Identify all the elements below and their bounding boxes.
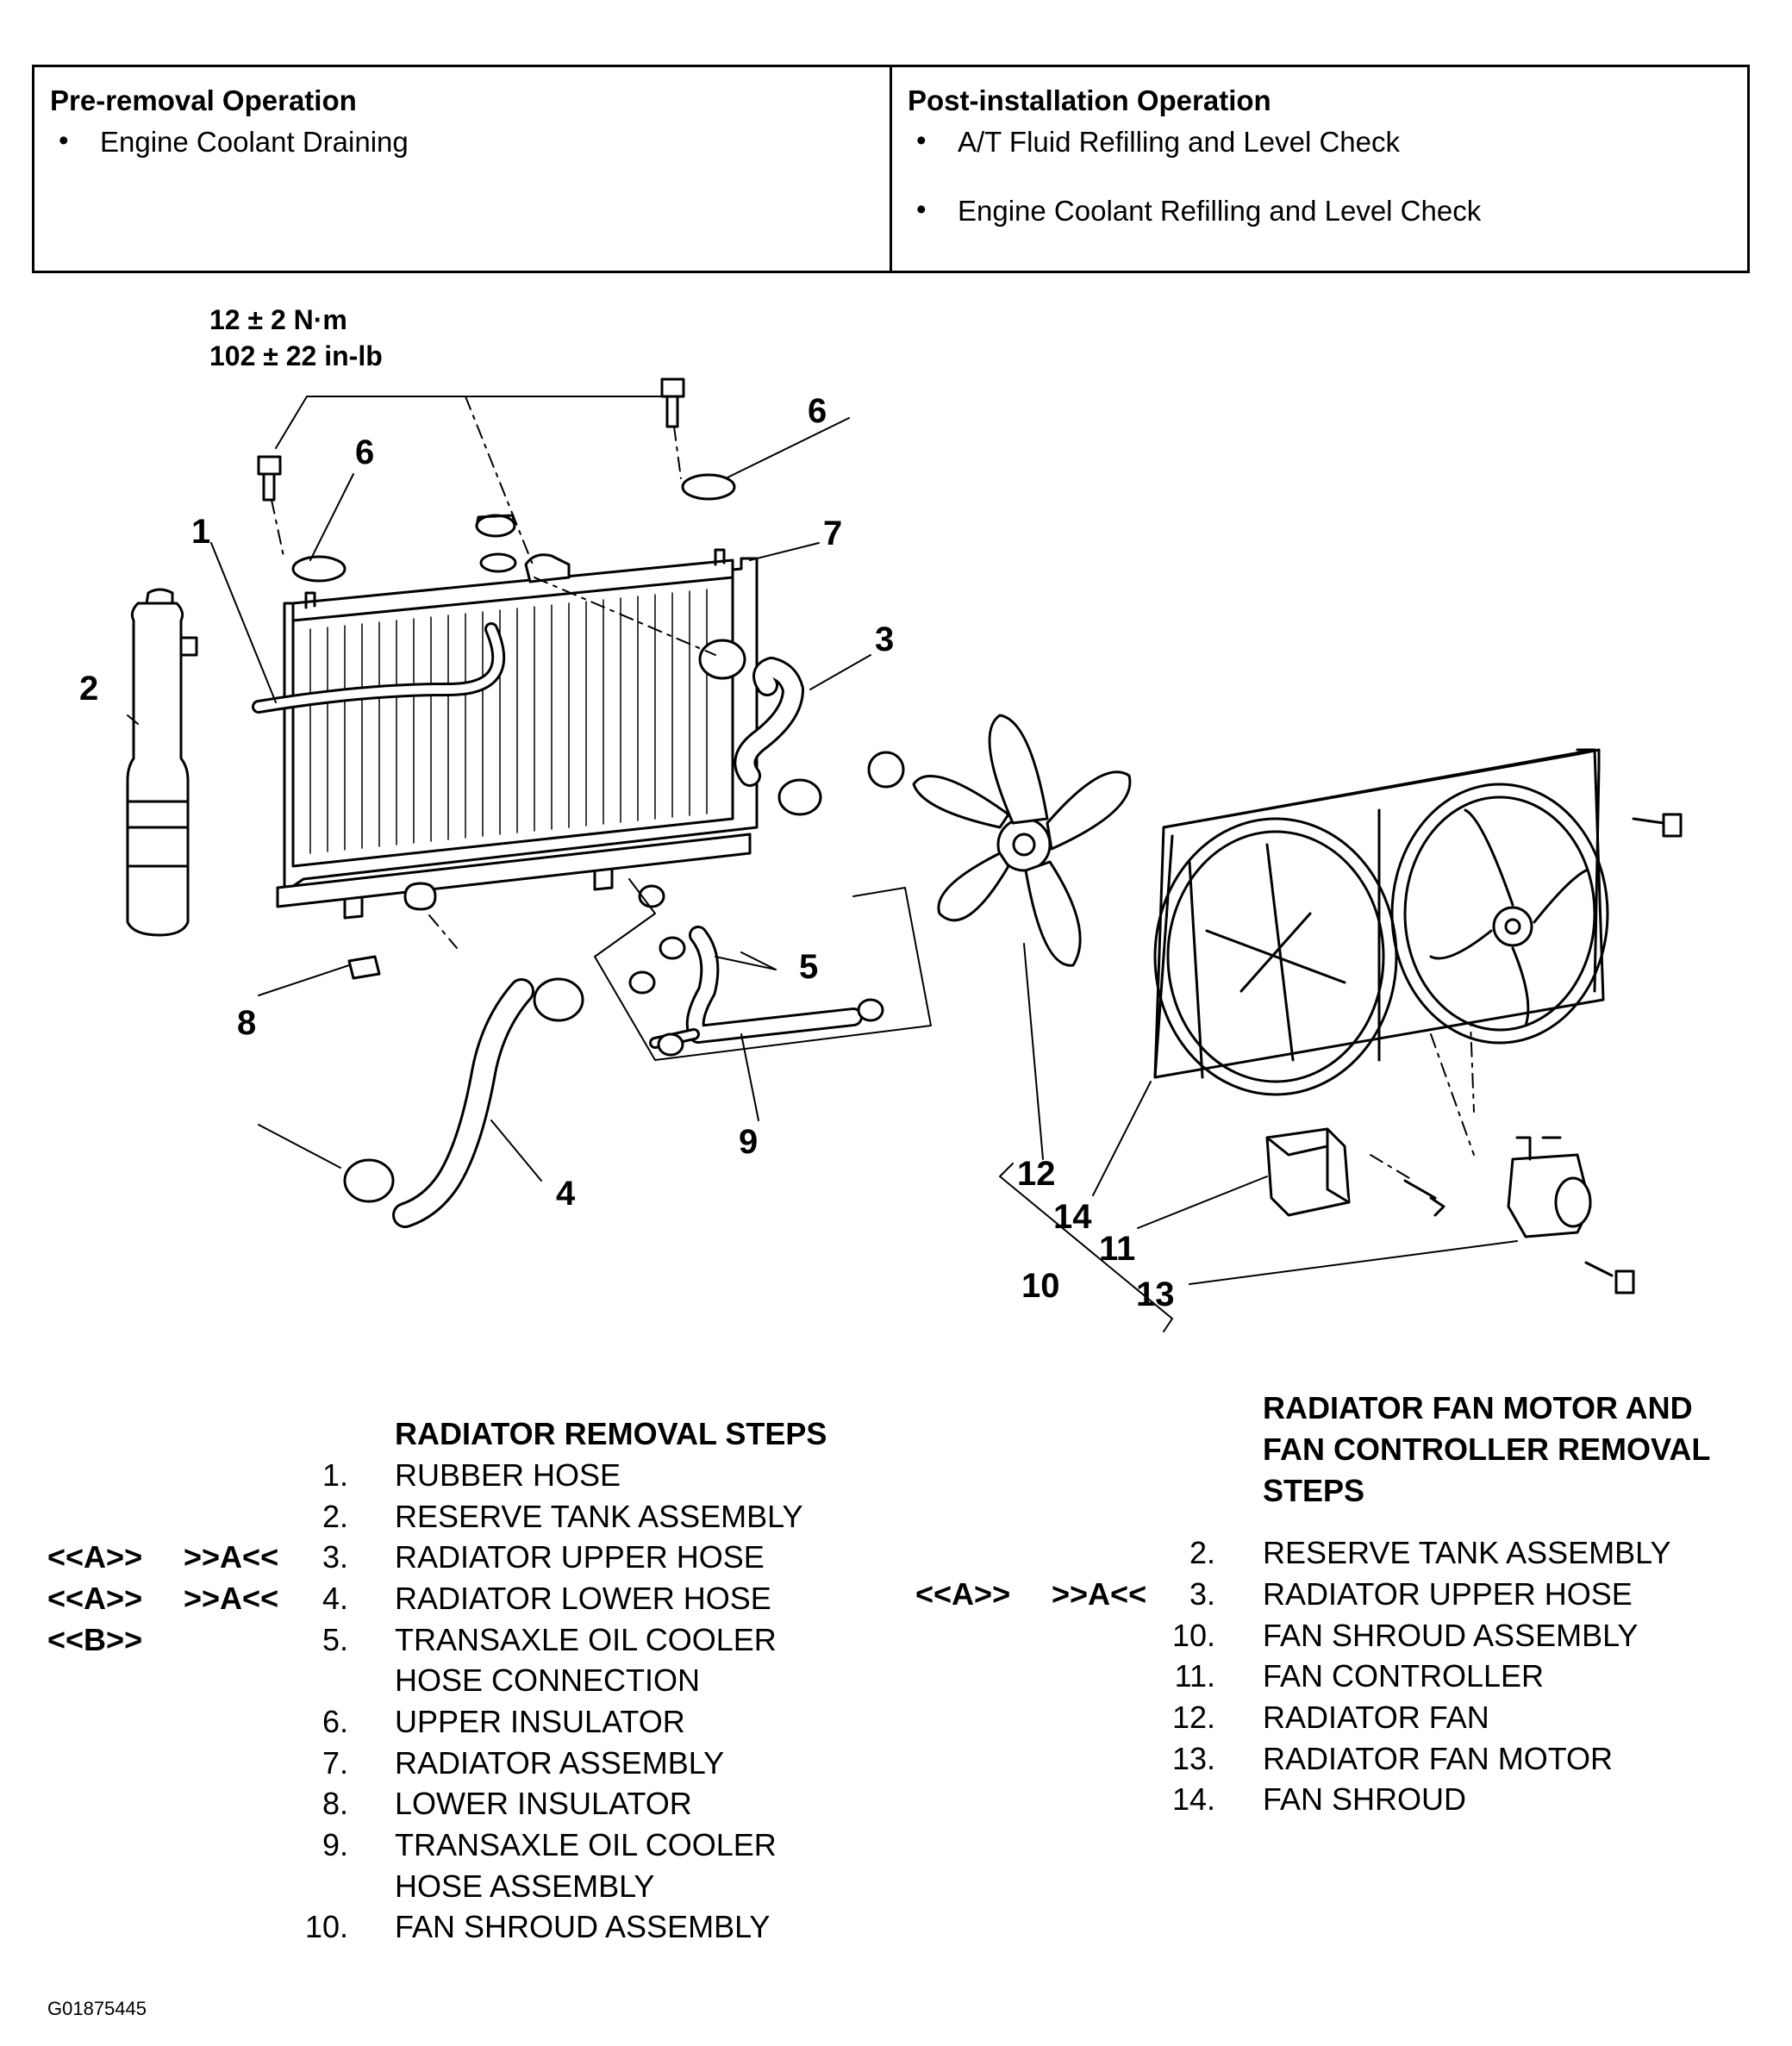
callout-3: 3: [875, 621, 894, 658]
callout-7: 7: [823, 515, 842, 552]
post-installation-column: Post-installation Operation A/T Fluid Re…: [892, 67, 1747, 271]
torque-metric: 12 ± 2 N·m: [209, 304, 347, 335]
callout-1: 1: [191, 513, 210, 551]
callout-11: 11: [1099, 1230, 1135, 1268]
callout-5: 5: [799, 948, 818, 986]
upper-insulators: [291, 473, 736, 583]
exploded-view-diagram: 1 2 3 4 5 6 6 7 8 9 10 11 12 13 14: [79, 377, 1683, 1332]
torque-spec: 12 ± 2 N·m 102 ± 22 in-lb: [209, 302, 383, 374]
fan-steps-title: RADIATOR FAN MOTOR AND FAN CONTROLLER RE…: [1263, 1390, 1711, 1508]
operations-table: Pre-removal Operation Engine Coolant Dra…: [32, 65, 1750, 273]
callout-14: 14: [1053, 1198, 1092, 1236]
radiator-fan: [912, 714, 1132, 967]
reserve-tank: [126, 588, 198, 937]
pre-removal-column: Pre-removal Operation Engine Coolant Dra…: [34, 67, 892, 271]
callout-12: 12: [1017, 1155, 1056, 1193]
dashed-guides: [271, 396, 1475, 1182]
fan-shroud: [1153, 748, 1609, 1096]
figure-id: G01875445: [47, 1998, 147, 2019]
radiator-upper-hose: [734, 657, 804, 787]
lower-insulator: [347, 955, 381, 980]
fan-controller: [1265, 1127, 1351, 1217]
radiator-fan-motor: [1507, 1136, 1592, 1238]
callout-2: 2: [79, 670, 98, 708]
callout-4: 4: [556, 1175, 576, 1213]
pre-removal-item: Engine Coolant Draining: [59, 124, 874, 159]
radiator-assembly: [276, 514, 759, 920]
pre-removal-heading: Pre-removal Operation: [50, 84, 357, 116]
callout-8: 8: [237, 1004, 256, 1042]
leader-lines: [127, 396, 1518, 1332]
callout-6-left: 6: [355, 434, 374, 471]
radiator-steps-title: RADIATOR REMOVAL STEPS: [395, 1416, 827, 1451]
bolts: [257, 377, 1683, 1294]
rubber-hose-1: [252, 622, 506, 714]
radiator-lower-hose: [392, 978, 534, 1228]
callout-9: 9: [739, 1123, 758, 1161]
torque-imperial: 102 ± 22 in-lb: [209, 340, 383, 371]
post-installation-item: Engine Coolant Refilling and Level Check: [916, 193, 1732, 228]
callout-6-right: 6: [808, 392, 827, 430]
post-installation-item: A/T Fluid Refilling and Level Check: [916, 124, 1732, 159]
hose-clamps: [343, 639, 905, 1203]
callout-10: 10: [1021, 1267, 1060, 1305]
post-installation-heading: Post-installation Operation: [908, 84, 1271, 116]
callout-13: 13: [1136, 1276, 1175, 1313]
